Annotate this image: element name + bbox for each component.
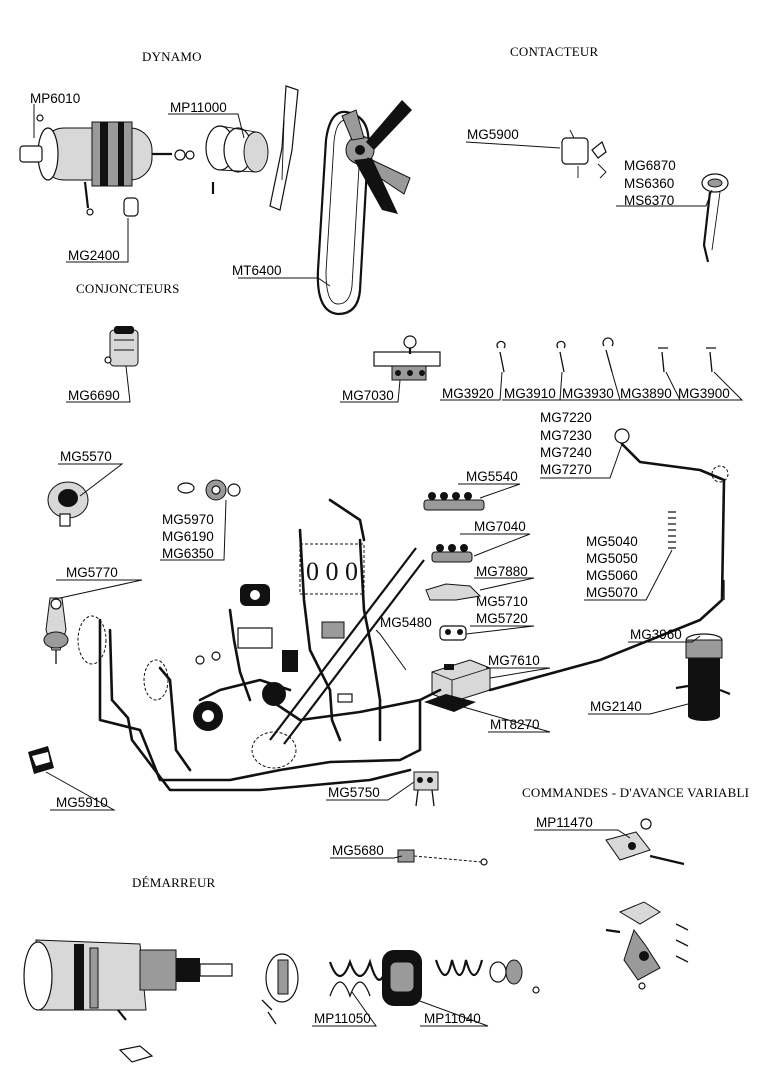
ignition-coil-drawing bbox=[675, 633, 731, 721]
label-mp11470: MP11470 bbox=[536, 815, 593, 830]
label-mg7240: MG7240 bbox=[540, 445, 592, 460]
label-mt6400: MT6400 bbox=[232, 263, 282, 278]
mg5680-drawing bbox=[397, 849, 488, 866]
section-commandes: COMMANDES - D'AVANCE VARIABLI bbox=[522, 785, 749, 800]
section-dynamo: DYNAMO bbox=[142, 49, 202, 64]
label-mg5720: MG5720 bbox=[476, 611, 528, 626]
label-mg6350: MG6350 bbox=[162, 546, 214, 561]
label-mg3890: MG3890 bbox=[620, 386, 672, 401]
label-mg7610: MG7610 bbox=[488, 653, 540, 668]
label-mg7230: MG7230 bbox=[540, 428, 592, 443]
label-ms6360: MS6360 bbox=[624, 176, 674, 191]
label-mg7880: MG7880 bbox=[476, 564, 528, 579]
commandes-drawing bbox=[605, 818, 689, 990]
label-mg6870: MG6870 bbox=[624, 158, 676, 173]
label-mg3920: MG3920 bbox=[442, 386, 494, 401]
part-labels: MP6010 MP11000 MG2400 MT6400 MG5900 MG68… bbox=[30, 91, 730, 1026]
label-mp11040: MP11040 bbox=[424, 1011, 481, 1026]
svg-text:0 0 0: 0 0 0 bbox=[306, 557, 358, 586]
label-mg5040: MG5040 bbox=[586, 534, 638, 549]
label-mg5540: MG5540 bbox=[466, 469, 518, 484]
contacteur-drawing bbox=[561, 129, 729, 263]
label-mg3910: MG3910 bbox=[504, 386, 556, 401]
mg5970-drawing bbox=[177, 479, 241, 501]
mg5040-drawing bbox=[668, 511, 676, 549]
switch-bar-drawing bbox=[373, 335, 441, 381]
label-mg7270: MG7270 bbox=[540, 462, 592, 477]
leader-lines bbox=[33, 104, 744, 1027]
label-mg5970: MG5970 bbox=[162, 512, 214, 527]
label-mt8270: MT8270 bbox=[490, 717, 540, 732]
label-mg5570: MG5570 bbox=[60, 449, 112, 464]
label-mg5710: MG5710 bbox=[476, 594, 528, 609]
section-demarreur: DÉMARREUR bbox=[132, 875, 216, 890]
label-mg5910: MG5910 bbox=[56, 795, 108, 810]
label-mg5680: MG5680 bbox=[332, 843, 384, 858]
label-mg5750: MG5750 bbox=[328, 785, 380, 800]
terminals-drawing bbox=[496, 337, 716, 373]
label-mg6190: MG6190 bbox=[162, 529, 214, 544]
label-mg5060: MG5060 bbox=[586, 568, 638, 583]
mg5910-drawing bbox=[28, 746, 54, 774]
label-mg5770: MG5770 bbox=[66, 565, 118, 580]
label-mg6690: MG6690 bbox=[68, 388, 120, 403]
mg7880-drawing bbox=[425, 583, 482, 601]
label-mg5070: MG5070 bbox=[586, 585, 638, 600]
mg5750-drawing bbox=[413, 771, 439, 807]
label-mp11000: MP11000 bbox=[170, 100, 227, 115]
label-mg7030: MG7030 bbox=[342, 388, 394, 403]
battery-drawing bbox=[424, 659, 491, 712]
dynamo-drawing bbox=[19, 85, 299, 217]
label-mg3960: MG3960 bbox=[630, 627, 682, 642]
fan-belt-drawing bbox=[316, 100, 412, 316]
label-mg5050: MG5050 bbox=[586, 551, 638, 566]
label-mg2140: MG2140 bbox=[590, 699, 642, 714]
label-mg5900: MG5900 bbox=[467, 127, 519, 142]
label-mg3930: MG3930 bbox=[562, 386, 614, 401]
label-mg7040: MG7040 bbox=[474, 519, 526, 534]
section-conjoncteurs: CONJONCTEURS bbox=[76, 281, 180, 296]
label-mg7220: MG7220 bbox=[540, 410, 592, 425]
demarreur-drawing bbox=[23, 939, 540, 1063]
label-mg3900: MG3900 bbox=[678, 386, 730, 401]
mg5710-drawing bbox=[439, 625, 467, 641]
harness-components: 0 0 0 bbox=[193, 543, 365, 731]
label-mg5480: MG5480 bbox=[380, 615, 432, 630]
section-contacteur: CONTACTEUR bbox=[510, 44, 598, 59]
mg5770-drawing bbox=[43, 597, 69, 664]
mg5570-drawing bbox=[47, 481, 89, 527]
label-mp11050: MP11050 bbox=[314, 1011, 371, 1026]
wiring-harness bbox=[77, 442, 726, 792]
label-mg2400: MG2400 bbox=[68, 248, 120, 263]
conjoncteurs-drawing bbox=[104, 326, 139, 367]
bulb-drawing bbox=[614, 428, 729, 483]
label-mp6010: MP6010 bbox=[30, 91, 80, 106]
label-ms6370: MS6370 bbox=[624, 193, 674, 208]
mg5540-drawing bbox=[423, 492, 485, 511]
mg7040-drawing bbox=[431, 544, 473, 563]
